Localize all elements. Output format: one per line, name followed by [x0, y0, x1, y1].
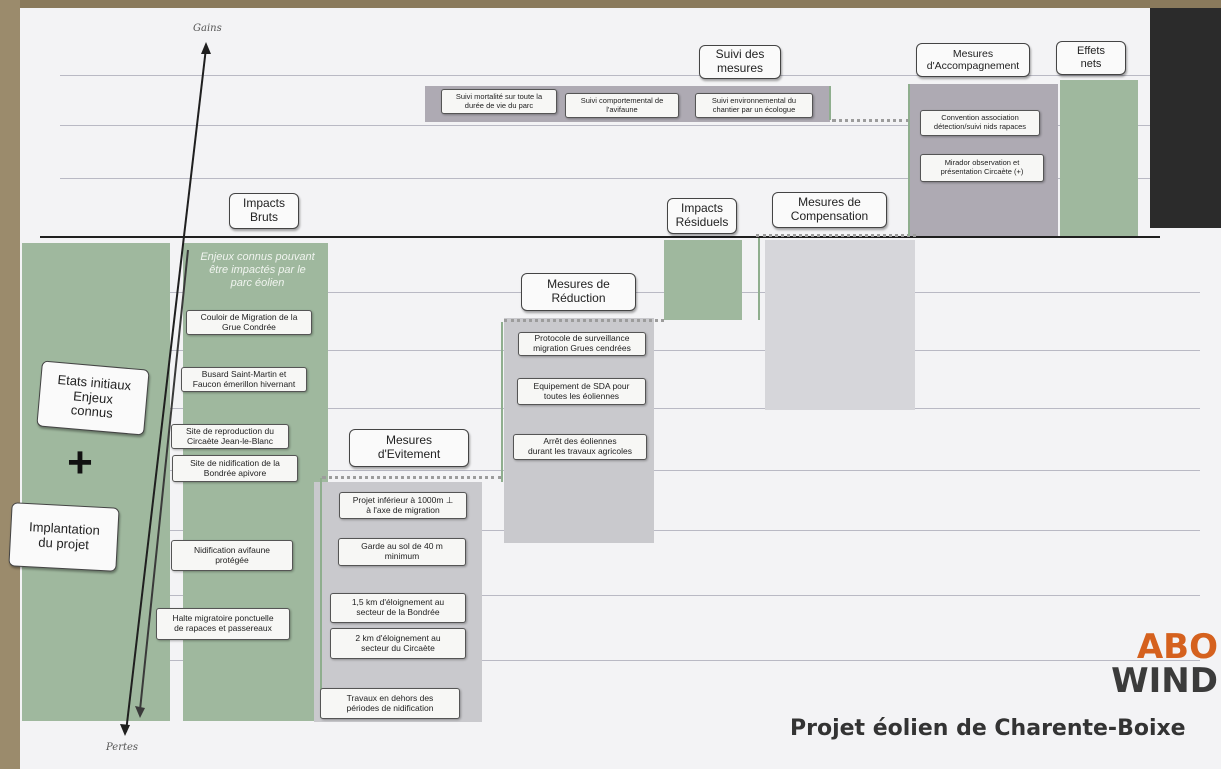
dotted-connector [322, 476, 502, 479]
axis-bottom-label: Pertes [106, 742, 139, 753]
evitement-card: Garde au sol de 40 m minimum [338, 538, 466, 566]
baseline [40, 236, 1160, 238]
guide-line [170, 530, 1200, 531]
enjeux-card: Halte migratoire ponctuelle de rapaces e… [156, 608, 290, 640]
header-suivi-mesures: Suivi des mesures [699, 45, 781, 79]
brand-line-1: ABO [1136, 627, 1218, 667]
dotted-connector [504, 319, 664, 322]
guide-line [170, 408, 1200, 409]
evitement-card: 1,5 km d'éloignement au secteur de la Bo… [330, 593, 466, 623]
header-mesures-accompagnement: Mesures d'Accompagnement [916, 43, 1030, 77]
green-arrow [501, 322, 503, 482]
dotted-connector [832, 119, 910, 122]
enjeux-card: Busard Saint-Martin et Faucon émerillon … [181, 367, 307, 392]
evitement-card: Travaux en dehors des périodes de nidifi… [320, 688, 460, 719]
residual-impacts-block [664, 240, 742, 320]
guide-line [60, 178, 1150, 179]
footer-title: Projet éolien de Charente-Boixe [790, 716, 1186, 741]
green-arrow [829, 86, 831, 120]
gains-losses-axis [120, 42, 211, 736]
suivi-card: Suivi environnemental du chantier par un… [695, 93, 813, 118]
green-arrow [320, 478, 322, 718]
evitement-card: 2 km d'éloignement au secteur du Circaèt… [330, 628, 466, 659]
guide-line [60, 125, 1150, 126]
accompagnement-card: Mirador observation et présentation Circ… [920, 154, 1044, 182]
brand-logo: ABO WIND [1100, 630, 1218, 698]
compensation-block [765, 240, 915, 410]
dark-background [1150, 8, 1221, 228]
guide-line [170, 660, 1200, 661]
suivi-card: Suivi mortalité sur toute la durée de vi… [441, 89, 557, 114]
green-arrow [758, 238, 760, 320]
header-effets-nets: Effets nets [1056, 41, 1126, 75]
implantation-label: Implantation du projet [8, 502, 120, 572]
reduction-card: Protocole de surveillance migration Grue… [518, 332, 646, 356]
suivi-card: Suivi comportemental de l'avifaune [565, 93, 679, 118]
axis-top-label: Gains [193, 23, 222, 34]
guide-line [170, 470, 1200, 471]
enjeux-card: Couloir de Migration de la Grue Condrée [186, 310, 312, 335]
accompagnement-card: Convention association détection/suivi n… [920, 110, 1040, 136]
header-mesures-compensation: Mesures de Compensation [772, 192, 887, 228]
enjeux-note: Enjeux connus pouvant être impactés par … [200, 251, 315, 290]
effets-nets-column [1060, 80, 1138, 236]
evitement-card: Projet inférieur à 1000m ⊥ à l'axe de mi… [339, 492, 467, 519]
initial-state-column [22, 243, 170, 721]
enjeux-card: Site de nidification de la Bondrée apivo… [172, 455, 298, 482]
table-edge [0, 0, 20, 769]
header-mesures-reduction: Mesures de Réduction [521, 273, 636, 311]
plus-sign: + [67, 438, 93, 487]
enjeux-card: Nidification avifaune protégée [171, 540, 293, 571]
guide-line [170, 595, 1200, 596]
reduction-card: Arrêt des éoliennes durant les travaux a… [513, 434, 647, 460]
enjeux-card: Site de reproduction du Circaète Jean-le… [171, 424, 289, 449]
header-mesures-evitement: Mesures d'Evitement [349, 429, 469, 467]
reduction-card: Equipement de SDA pour toutes les éolien… [517, 378, 646, 405]
header-impacts-bruts: Impacts Bruts [229, 193, 299, 229]
guide-line [60, 75, 1150, 76]
guide-line [170, 350, 1200, 351]
brand-line-2: WIND [1111, 661, 1218, 701]
dotted-connector [756, 234, 916, 237]
green-arrow [908, 84, 910, 236]
header-impacts-residuels: Impacts Résiduels [667, 198, 737, 234]
etats-initiaux-label: Etats initiaux Enjeux connus [36, 360, 150, 436]
